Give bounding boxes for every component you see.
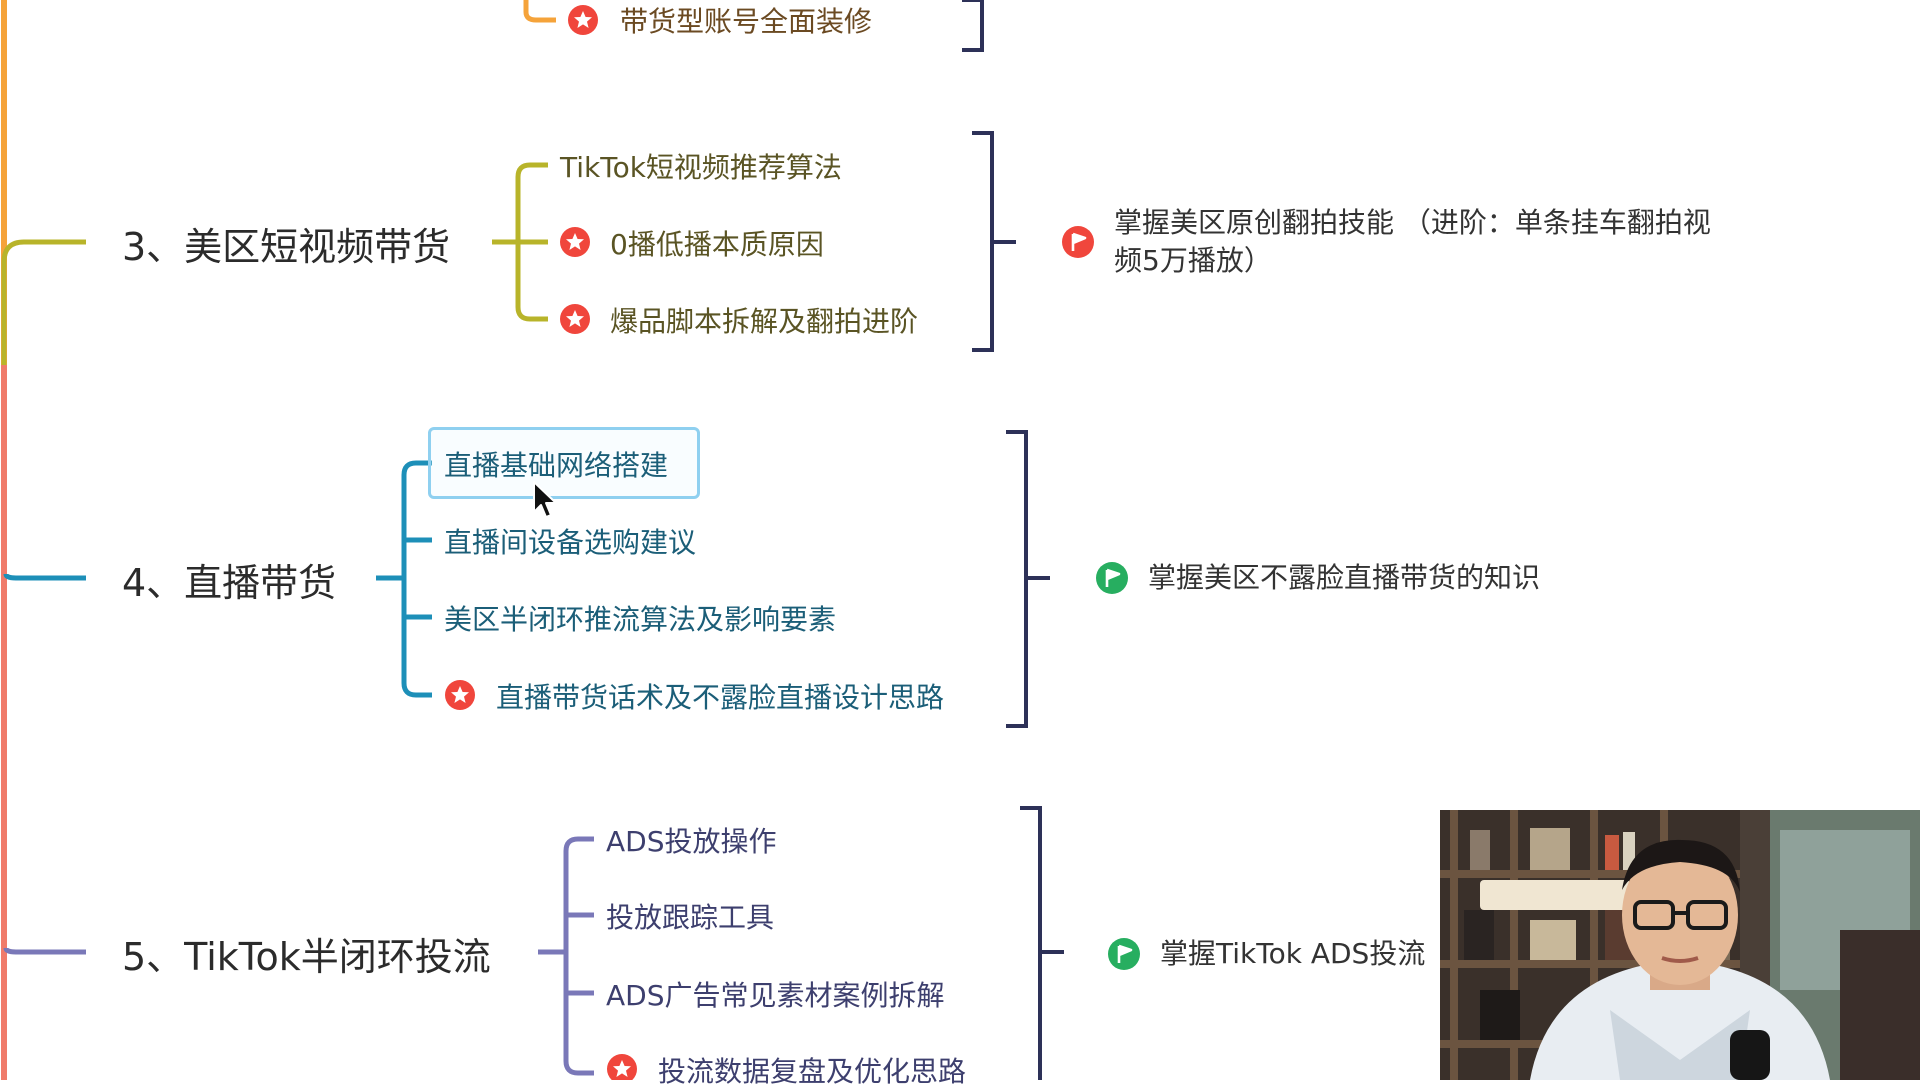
flag-icon: [1108, 938, 1140, 970]
outcome-s5[interactable]: 掌握TikTok ADS投流: [1160, 937, 1426, 970]
outcome-s3-line2[interactable]: 频5万播放）: [1114, 244, 1272, 277]
branch-s5: [3, 947, 86, 955]
topic-s3-zero-views[interactable]: 0播低播本质原因: [610, 228, 824, 261]
star-icon: [607, 1054, 637, 1080]
topic-s3-algorithm[interactable]: TikTok短视频推荐算法: [560, 151, 842, 184]
flag-icon: [1096, 562, 1128, 594]
presenter-video-frame: [1440, 810, 1920, 1080]
star-icon: [445, 680, 475, 710]
section-title-s4[interactable]: 4、直播带货: [122, 561, 337, 605]
topic-s5-ad-cases[interactable]: ADS广告常见素材案例拆解: [606, 979, 945, 1012]
bracket-s5: [1020, 806, 1042, 1080]
connector-s5-tree: [563, 836, 594, 1076]
bracket-s2: [962, 0, 984, 52]
star-icon: [560, 304, 590, 334]
branch-s3: [1, 239, 86, 365]
topic-s4-algorithm[interactable]: 美区半闭环推流算法及影响要素: [444, 603, 837, 636]
connector-s4-tree: [401, 460, 432, 698]
bracket-s3: [972, 131, 994, 352]
connector-s2: [523, 0, 556, 23]
webcam-overlay: [1440, 810, 1920, 1080]
topic-s5-ads-operation[interactable]: ADS投放操作: [606, 825, 777, 858]
bracket-s4: [1006, 430, 1028, 728]
topic-s5-tracking-tools[interactable]: 投放跟踪工具: [606, 901, 775, 934]
mouse-cursor-icon: [533, 481, 557, 518]
star-icon: [560, 227, 590, 257]
outcome-s3-line1[interactable]: 掌握美区原创翻拍技能 （进阶：单条挂车翻拍视: [1114, 206, 1711, 239]
section-title-s3[interactable]: 3、美区短视频带货: [122, 225, 451, 269]
star-icon: [568, 5, 598, 35]
flag-icon: [1062, 226, 1094, 258]
topic-s4-equipment[interactable]: 直播间设备选购建议: [444, 526, 697, 559]
topic-s4-network[interactable]: 直播基础网络搭建: [444, 449, 669, 482]
topic-s4-script[interactable]: 直播带货话术及不露脸直播设计思路: [496, 681, 945, 714]
selected-topic-frame[interactable]: [428, 427, 700, 499]
section-title-s5[interactable]: 5、TikTok半闭环投流: [122, 935, 491, 979]
topic-s3-script-remake[interactable]: 爆品脚本拆解及翻拍进阶: [610, 305, 919, 338]
topic-s2-decoration[interactable]: 带货型账号全面装修: [620, 5, 873, 38]
topic-s5-data-review[interactable]: 投流数据复盘及优化思路: [658, 1055, 967, 1088]
outcome-s4[interactable]: 掌握美区不露脸直播带货的知识: [1148, 561, 1541, 594]
branch-s4: [3, 573, 86, 581]
